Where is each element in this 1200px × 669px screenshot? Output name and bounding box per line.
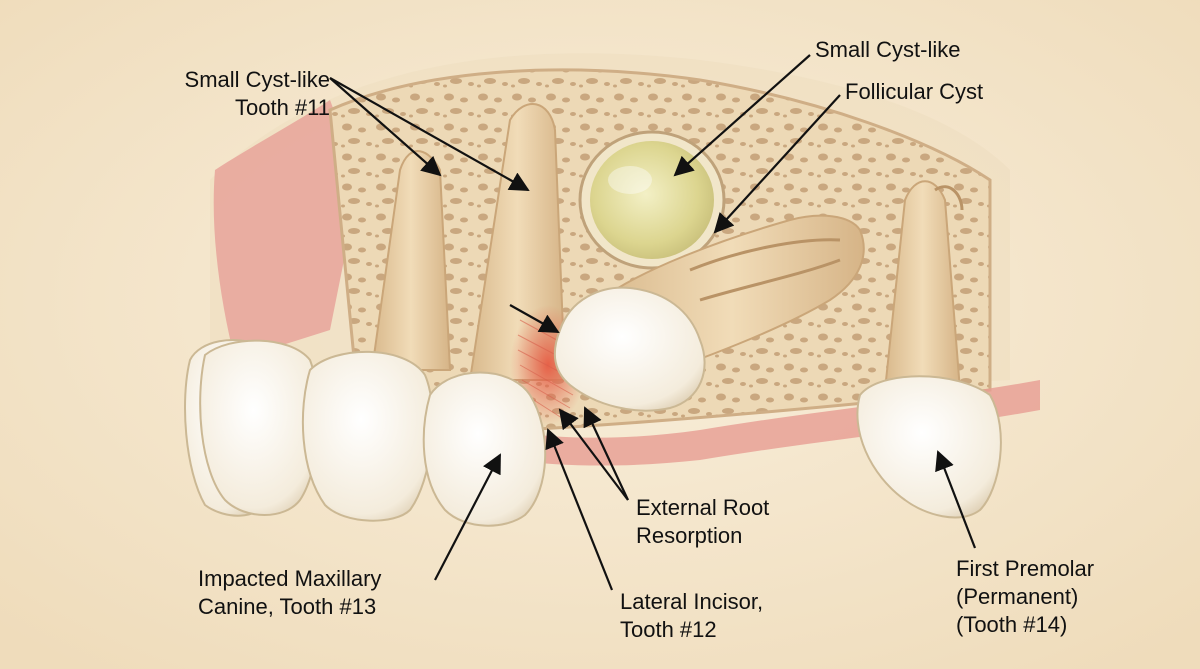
leader-resorption-top [509,304,560,333]
tooth-11-crown [301,350,434,522]
tooth-14-crown [856,375,1002,519]
leader-cyst-tooth11-b [329,77,530,191]
gum-left [213,100,360,360]
leader-first-premolar [935,450,977,549]
leader-lateral-incisor [545,428,614,591]
label-cyst-tooth11-line1: Small Cyst-like [184,67,330,92]
tooth-11-root [370,150,452,371]
leader-cyst-tooth11-a [329,77,442,177]
label-follicular-cyst: Follicular Cyst [845,79,984,104]
label-impacted-canine: Impacted Maxillary Canine, Tooth #13 [198,566,382,619]
label-cyst-tooth11: Small Cyst-like Tooth #11 [120,66,330,122]
label-external-root-resorption: External Root Resorption [636,495,770,548]
leader-impacted-canine [434,453,501,581]
leader-resorption-b [583,406,629,501]
label-lateral-incisor: Lateral Incisor, Tooth #12 [620,589,764,642]
leader-resorption-a [558,408,629,501]
label-small-cyst: Small Cyst-like [815,37,961,62]
follicular-cyst [590,141,714,259]
tooth-crown-central [199,339,320,516]
tooth-14-root [883,180,962,391]
leader-small-cyst [673,54,811,177]
impacted-canine-crown [553,286,706,412]
leader-lines [329,54,977,591]
label-cyst-tooth11-line2: Tooth #11 [234,95,330,120]
label-first-premolar: First Premolar (Permanent) (Tooth #14) [956,556,1095,637]
leader-follicular-cyst [713,94,841,234]
tooth-12-crown [422,371,547,527]
